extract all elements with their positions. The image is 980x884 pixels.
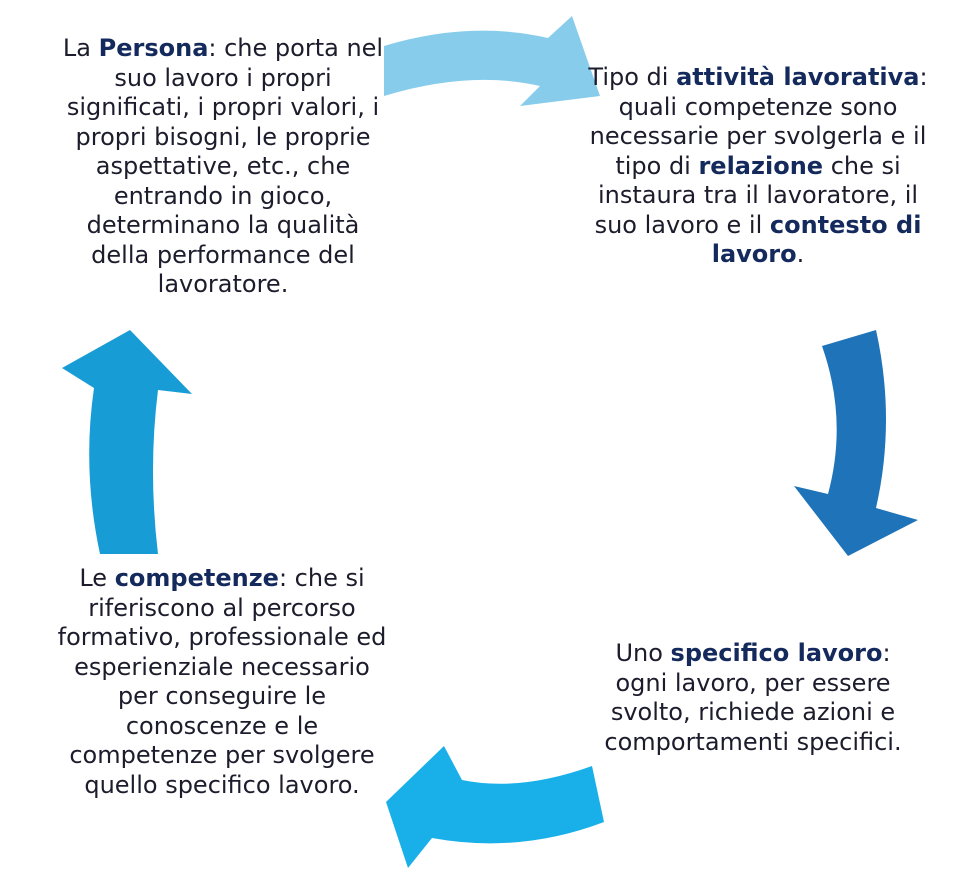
specifico-lavoro-label: specifico lavoro (670, 639, 883, 667)
arrow-bottom-left (386, 746, 604, 868)
persona-description: : che porta nel suo lavoro i propri sign… (66, 34, 384, 298)
attivita-text-block: Tipo di attività lavorativa: quali compe… (588, 63, 928, 270)
competenze-description: : che si riferiscono al percorso formati… (57, 564, 387, 799)
persona-label: Persona (98, 34, 209, 62)
attivita-label: attività lavorativa (676, 63, 920, 91)
persona-text-block: La Persona: che porta nel suo lavoro i p… (58, 34, 388, 300)
arrow-top-right (384, 16, 600, 106)
lavoro-text-1: Uno (615, 639, 671, 667)
lavoro-text-block: Uno specifico lavoro: ogni lavoro, per e… (588, 639, 918, 757)
contesto-label: contesto di lavoro (711, 210, 922, 269)
arrow-left-up (62, 330, 192, 554)
competenze-text-1: Le (79, 564, 115, 592)
attivita-text-2: : quali competenze sono necessarie per s… (589, 63, 928, 180)
lavoro-description: : ogni lavoro, per essere svolto, richie… (604, 639, 902, 756)
relazione-label: relazione (698, 151, 824, 180)
competenze-label: competenze (114, 564, 279, 592)
attivita-text-4: . (796, 240, 805, 268)
competenze-text-block: Le competenze: che si riferiscono al per… (52, 564, 392, 800)
persona-text-1: La (62, 34, 99, 62)
attivita-text-3: che si instaura tra il lavoratore, il su… (594, 151, 919, 239)
attivita-text-1: Tipo di (588, 63, 677, 91)
arrow-right-down (794, 330, 918, 556)
